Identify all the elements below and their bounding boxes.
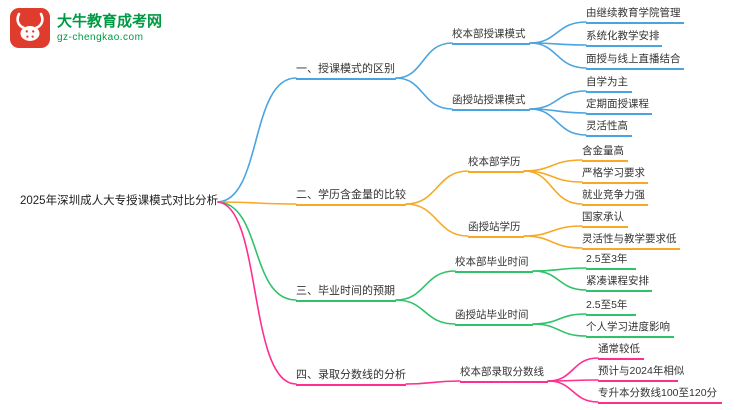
connector-root-branch3 [217,201,297,301]
leaf-node: 定期面授课程 [586,98,652,115]
branch-2-child-2: 函授站学历 [468,221,524,238]
site-url: gz-chengkao.com [57,31,144,43]
site-logo: 大牛教育成考网 gz-chengkao.com [10,8,162,48]
branch-1-child-1: 校本部授课模式 [452,28,530,45]
leaf-node: 由继续教育学院管理 [586,7,684,24]
branch-3-child-2: 函授站毕业时间 [455,309,533,326]
connector-root-branch2 [217,201,297,205]
branch-1-label: 一、授课模式的区别 [296,62,396,80]
branch-1-child-2: 函授站授课模式 [452,94,530,111]
leaf-node: 2.5至5年 [586,299,636,316]
leaf-node: 自学为主 [586,76,632,93]
leaf-node: 预计与2024年相似 [598,365,684,382]
leaf-node: 严格学习要求 [582,167,648,184]
leaf-node: 国家承认 [582,211,628,228]
leaf-node: 通常较低 [598,343,644,360]
branch-2-label: 二、学历含金量的比较 [296,188,406,206]
branch-2-child-1: 校本部学历 [468,156,524,173]
branch-3-label: 三、毕业时间的预期 [296,284,396,302]
branch-3-child-1: 校本部毕业时间 [455,256,533,273]
connector-root-branch4 [217,201,297,385]
root-node: 2025年深圳成人大专授课模式对比分析 [20,195,219,207]
leaf-node: 个人学习进度影响 [586,321,674,338]
leaf-node: 含金量高 [582,145,628,162]
leaf-node: 面授与线上直播结合 [586,53,684,70]
leaf-node: 灵活性高 [586,120,632,137]
branch-4-label: 四、录取分数线的分析 [296,368,406,386]
leaf-node: 系统化教学安排 [586,30,662,47]
leaf-node: 专升本分数线100至120分 [598,387,722,404]
logo-text: 大牛教育成考网 gz-chengkao.com [57,13,162,44]
leaf-node: 就业竞争力强 [582,189,648,206]
bull-logo-icon [10,8,50,48]
site-name: 大牛教育成考网 [57,12,163,30]
branch-4-child-1: 校本部录取分数线 [460,366,548,383]
leaf-node: 2.5至3年 [586,253,636,270]
leaf-node: 紧凑课程安排 [586,275,652,292]
leaf-node: 灵活性与教学要求低 [582,233,680,250]
connector-root-branch1 [217,77,297,203]
